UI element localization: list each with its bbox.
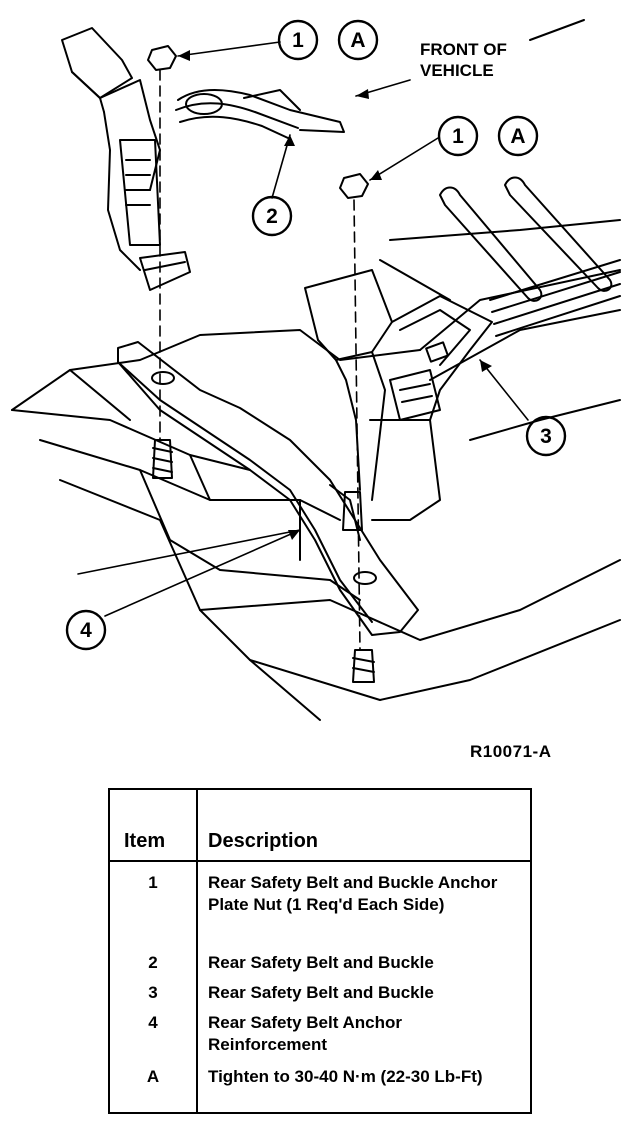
- callout-1-right: 1: [452, 125, 464, 148]
- callout-a-right: A: [510, 125, 525, 148]
- figure-id: R10071-A: [470, 742, 552, 761]
- floor-pan-structure: [11, 219, 621, 721]
- callout-circles: [65, 19, 567, 651]
- callout-a-left: A: [350, 29, 365, 52]
- anchor-reinforcement-plate: [117, 341, 419, 636]
- anchor-plate-nuts: [147, 45, 369, 199]
- legend-row-description: Rear Safety Belt Anchor Reinforcement: [208, 1013, 402, 1054]
- callout-3: 3: [540, 425, 552, 448]
- legend-column-divider: [196, 790, 198, 1112]
- legend-header-item: Item: [124, 830, 166, 852]
- legend-header-description: Description: [208, 830, 319, 852]
- left-safety-belt-buckle: [61, 27, 345, 291]
- front-of-vehicle-label-line1: FRONT OF: [420, 40, 507, 59]
- callout-1-left: 1: [292, 29, 304, 52]
- legend-row-item: 1: [148, 873, 158, 892]
- leader-arrowheads: [178, 50, 492, 540]
- right-safety-belt-buckle: [304, 269, 493, 521]
- legend-table: Item Description 1 Rear Safety Belt and …: [108, 788, 532, 1114]
- callout-4: 4: [80, 619, 92, 642]
- legend-row-item: A: [146, 1067, 160, 1086]
- front-of-vehicle-label-line2: VEHICLE: [420, 61, 494, 80]
- legend-header-rule: [110, 860, 530, 862]
- anchor-studs: [152, 439, 375, 683]
- legend-row-item: 4: [148, 1013, 158, 1032]
- legend-row-description: Rear Safety Belt and Buckle: [208, 953, 434, 972]
- legend-row-description: Tighten to 30-40 N·m (22-30 Lb-Ft): [208, 1067, 483, 1086]
- seat-belt-anchor-illustration: 1 A 1 A 2 3 4 FRONT OF VEHICLE: [11, 19, 621, 721]
- legend-row-description: Rear Safety Belt and Buckle: [208, 983, 434, 1002]
- legend-row-item: 3: [148, 983, 158, 1002]
- legend-row-item: 2: [148, 953, 158, 972]
- assembly-centerlines: [159, 69, 361, 651]
- seat-cushion-ribs: [439, 19, 621, 337]
- legend-row-description: Rear Safety Belt and Buckle Anchor Plate…: [208, 873, 498, 914]
- callout-2: 2: [266, 205, 278, 228]
